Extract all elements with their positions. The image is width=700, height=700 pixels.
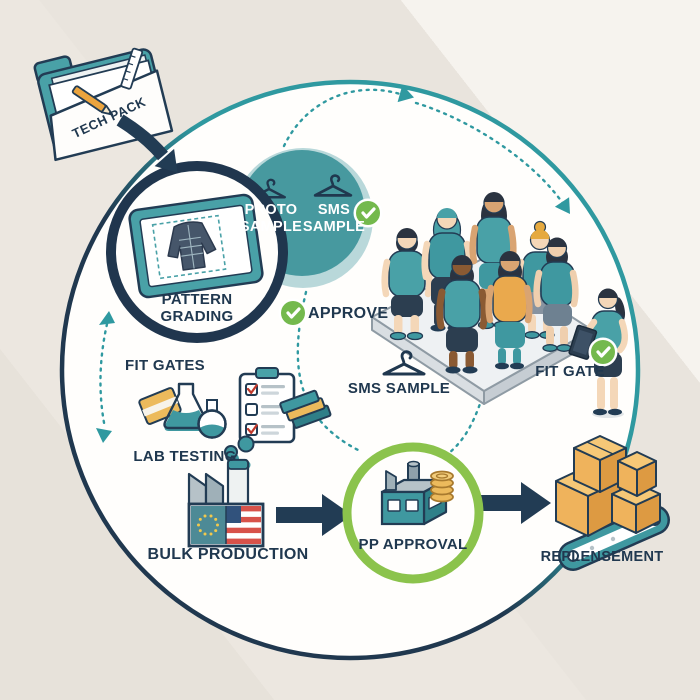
- fit-models-illustration: [381, 192, 628, 418]
- smoke-icon: [224, 435, 255, 459]
- pp-approval-label: PP APPROVAL: [358, 536, 468, 553]
- coin-stack-icon: [430, 470, 454, 503]
- sms-sample-circle-label: SMS SAMPLE: [302, 202, 366, 235]
- garment-pattern-icon: [167, 221, 217, 271]
- pp-approval-circle: [342, 442, 484, 584]
- hanger-icon: [382, 350, 426, 376]
- factory-icon: [187, 435, 265, 548]
- flow-arrow-icon: [116, 114, 178, 173]
- tablet-icon: [128, 193, 264, 299]
- fit-gates-label: FIT GATES: [125, 357, 205, 374]
- us-flag-icon: [226, 506, 261, 544]
- fit-model: [485, 251, 533, 370]
- fit-model: [533, 237, 579, 352]
- fit-gate-label: FIT GATE: [535, 363, 605, 380]
- ruler-icon: [120, 47, 144, 90]
- approve-label: APPROVE: [308, 305, 389, 322]
- fabric-swatch-icon: [138, 387, 182, 425]
- fit-model: [436, 255, 488, 374]
- hanger-icon: [313, 174, 353, 197]
- replenishment-label: REPLENSEMENT: [540, 549, 664, 565]
- sms-sample-platform-label: SMS SAMPLE: [347, 380, 451, 397]
- fabric-swatch-stack-icon: [279, 389, 332, 429]
- dashed-arrowheads: [96, 84, 570, 443]
- check-badge-icon: [588, 337, 618, 367]
- check-badge-icon: [278, 298, 308, 328]
- pattern-grading-label: PATTERN GRADING: [160, 291, 234, 326]
- lab-testing-label: LAB TESTING: [133, 448, 237, 465]
- eu-flag-icon: [191, 506, 226, 544]
- flow-arrow-icon: [276, 494, 352, 536]
- pencil-icon: [71, 85, 114, 116]
- fit-model: [381, 228, 433, 341]
- flow-arrow-icon: [477, 482, 551, 524]
- clipboard-checklist-icon: [238, 367, 296, 444]
- bulk-production-label: BULK PRODUCTION: [147, 546, 309, 563]
- round-flask-icon: [197, 399, 227, 439]
- check-badge-icon: [353, 198, 383, 228]
- clipboard-icon: [568, 324, 598, 360]
- box-icon: [555, 435, 661, 537]
- proto-sample-label: PROTO SAMPLE: [239, 202, 303, 235]
